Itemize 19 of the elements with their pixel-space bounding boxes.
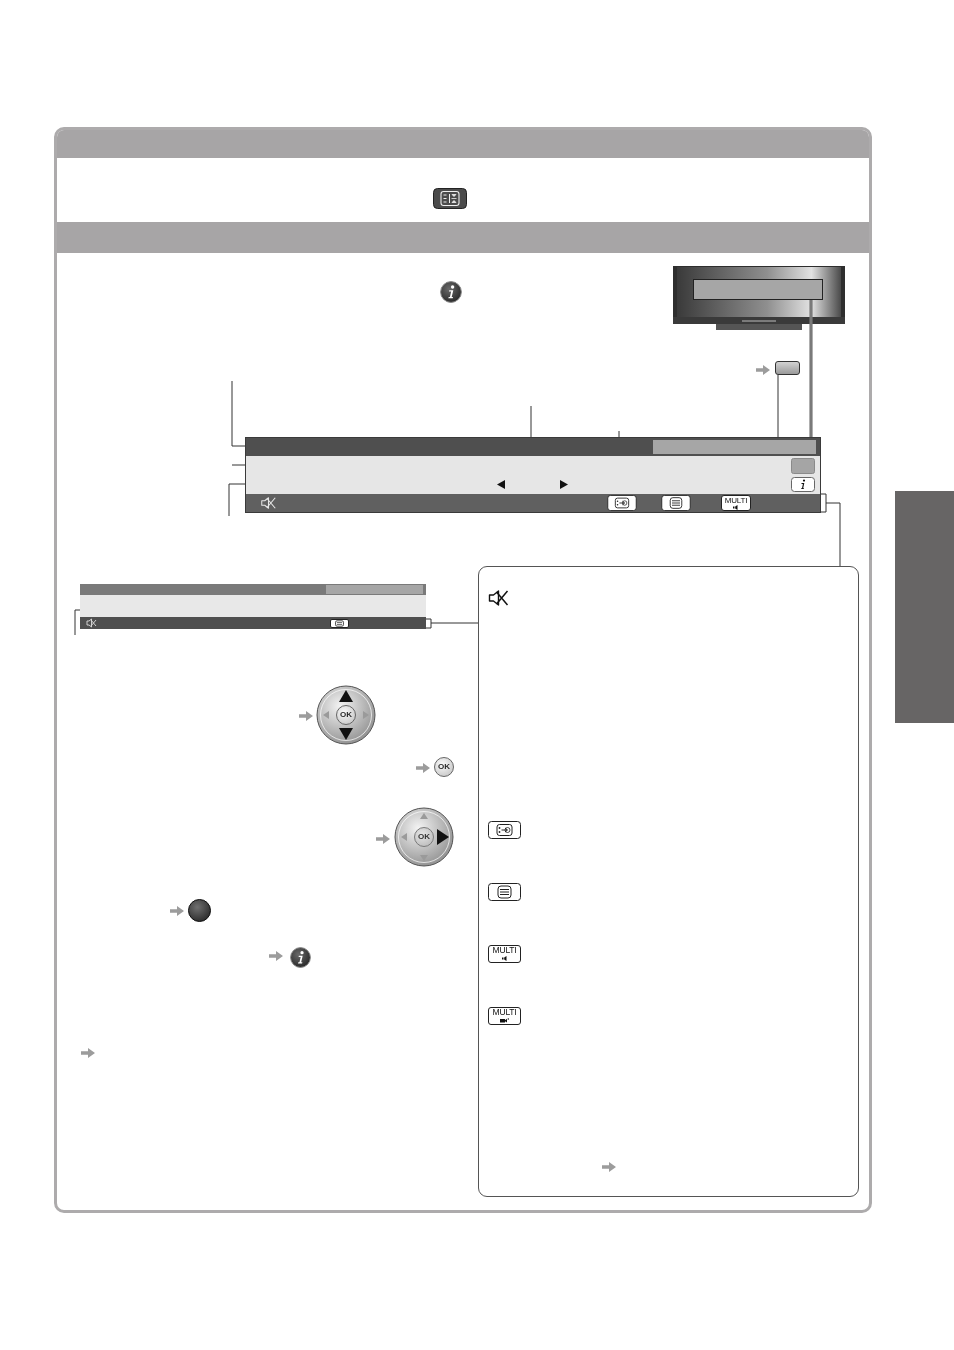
leader-line bbox=[820, 493, 841, 567]
leader-line bbox=[231, 464, 246, 466]
callout-panel bbox=[478, 566, 859, 1197]
leader-line bbox=[74, 609, 81, 636]
leader-line bbox=[231, 380, 246, 447]
info-banner-drawing bbox=[80, 584, 426, 629]
info-banner bbox=[245, 437, 821, 513]
key-label: MULTI bbox=[724, 496, 748, 504]
section-tab bbox=[895, 491, 954, 723]
leader-line bbox=[777, 374, 779, 438]
leader-line bbox=[425, 618, 479, 629]
key-label: MULTI bbox=[492, 947, 517, 955]
remote-key bbox=[775, 361, 800, 375]
tv-screen bbox=[693, 279, 823, 300]
leader-line bbox=[618, 430, 620, 438]
key-label: MULTI bbox=[492, 1009, 517, 1017]
leader-line bbox=[809, 300, 813, 437]
leader-line bbox=[530, 405, 532, 438]
leader-line bbox=[228, 483, 246, 517]
